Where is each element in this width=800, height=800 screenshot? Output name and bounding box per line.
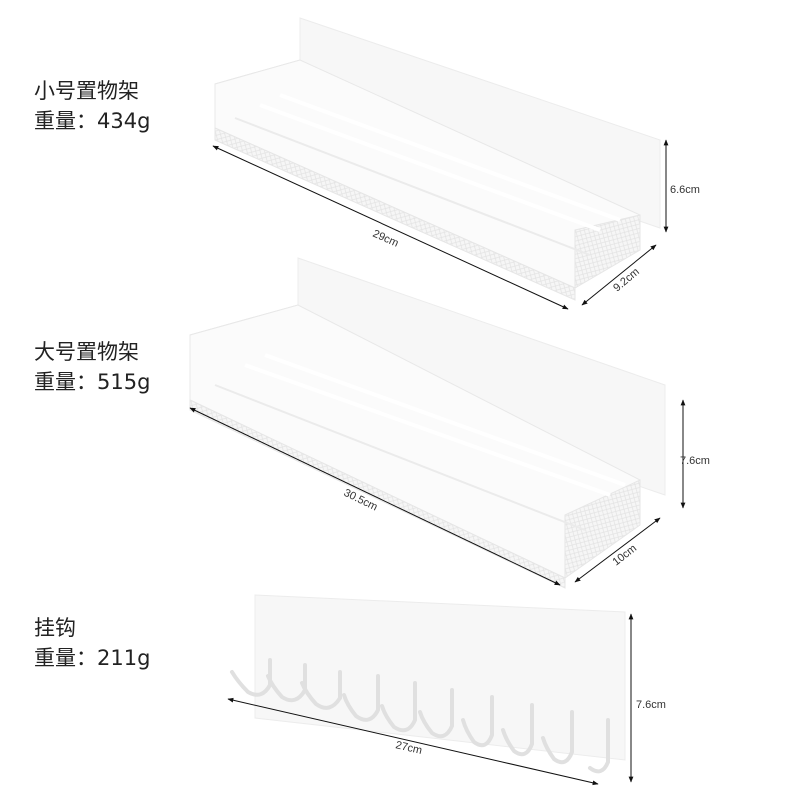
small-rack-image xyxy=(214,17,661,301)
weight-value: 211g xyxy=(97,646,151,670)
hook-rack-weight: 重量：211g xyxy=(34,643,150,673)
hook-rack-label: 挂钩 重量：211g xyxy=(34,613,150,673)
weight-label: 重量： xyxy=(34,646,97,670)
large-height-text: 7.6cm xyxy=(680,455,710,467)
weight-label: 重量： xyxy=(34,109,97,133)
weight-label: 重量： xyxy=(34,370,97,394)
large-rack-name: 大号置物架 xyxy=(34,340,139,364)
small-rack-weight: 重量：434g xyxy=(34,106,150,136)
weight-value: 515g xyxy=(97,370,151,394)
hook-length-line xyxy=(227,697,599,786)
hook-length-text: 27cm xyxy=(394,739,423,757)
large-depth-text: 10cm xyxy=(610,542,639,568)
small-rack-label: 小号置物架 重量：434g xyxy=(34,76,150,136)
hook-height-text: 7.6cm xyxy=(636,699,666,711)
hook-rack-dimensions: 27cm 7.6cm xyxy=(227,613,666,786)
small-rack-name: 小号置物架 xyxy=(34,79,139,103)
small-depth-text: 9.2cm xyxy=(611,266,642,294)
hook-rack-name: 挂钩 xyxy=(34,616,76,640)
small-length-text: 29cm xyxy=(371,228,400,250)
small-length-line xyxy=(212,145,569,310)
large-depth-line xyxy=(574,517,661,583)
small-height-text: 6.6cm xyxy=(670,184,700,196)
small-depth-line xyxy=(581,244,657,306)
large-rack-weight: 重量：515g xyxy=(34,367,150,397)
weight-value: 434g xyxy=(97,109,151,133)
large-rack-label: 大号置物架 重量：515g xyxy=(34,337,150,397)
large-rack-image xyxy=(189,257,666,589)
large-length-line xyxy=(189,407,561,586)
